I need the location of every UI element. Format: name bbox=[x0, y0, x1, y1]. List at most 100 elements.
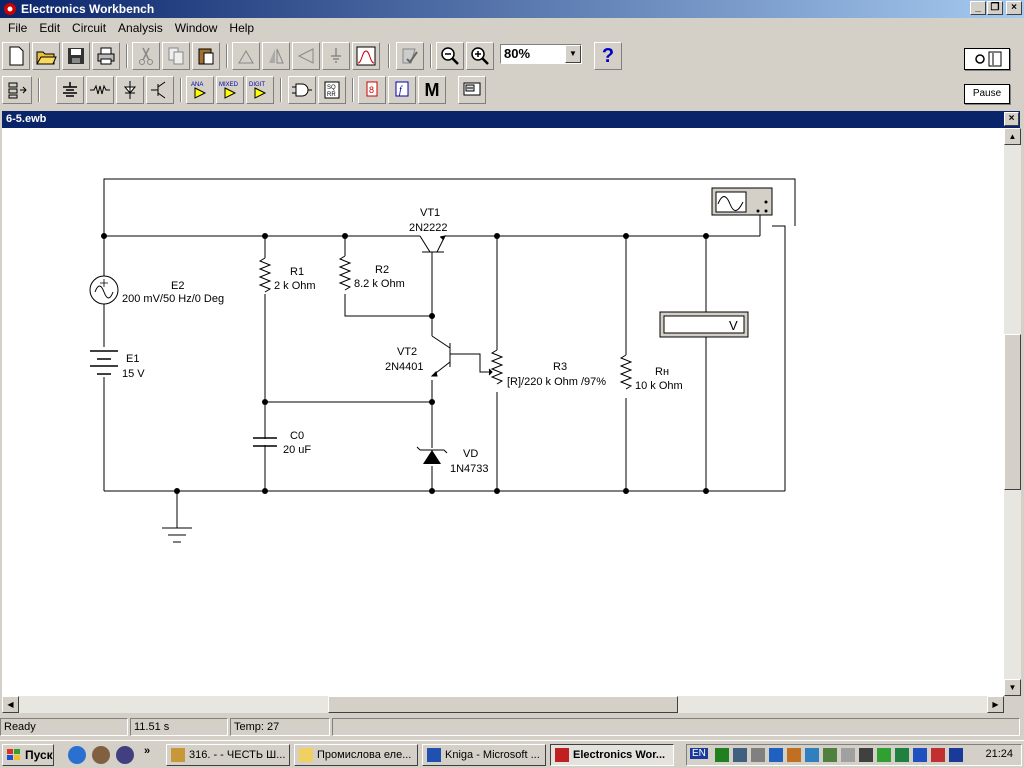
svg-text:SQ: SQ bbox=[327, 85, 336, 91]
task-button-3[interactable]: Kniga - Microsoft ... bbox=[422, 744, 546, 766]
indicators-bin-button[interactable]: 8 bbox=[358, 76, 386, 104]
voltmeter[interactable] bbox=[659, 311, 749, 338]
resistor-r2[interactable] bbox=[338, 255, 352, 291]
menu-file[interactable]: File bbox=[8, 21, 28, 35]
scroll-right-icon[interactable]: ▶ bbox=[987, 696, 1004, 713]
analog-ics-bin-button[interactable]: ANA bbox=[186, 76, 214, 104]
menu-edit[interactable]: Edit bbox=[39, 21, 61, 35]
scroll-up-icon[interactable]: ▲ bbox=[1004, 128, 1021, 145]
controls-bin-button[interactable]: f bbox=[388, 76, 416, 104]
zoom-in-icon bbox=[471, 47, 489, 65]
document-close-button[interactable]: × bbox=[1004, 112, 1019, 126]
component-icon bbox=[331, 48, 341, 63]
language-indicator[interactable]: EN bbox=[690, 748, 708, 759]
volume-icon[interactable] bbox=[859, 748, 873, 762]
transistors-bin-button[interactable] bbox=[146, 76, 174, 104]
basic-bin-button[interactable] bbox=[86, 76, 114, 104]
save-button[interactable] bbox=[62, 42, 90, 70]
document-title: 6-5.ewb bbox=[6, 113, 47, 125]
tray-icon-2[interactable] bbox=[733, 748, 747, 762]
flip-horizontal-button[interactable] bbox=[262, 42, 290, 70]
mixed-ics-bin-button[interactable]: MIXED bbox=[216, 76, 244, 104]
paste-button[interactable] bbox=[192, 42, 220, 70]
potentiometer-r3[interactable] bbox=[485, 349, 504, 385]
tray-icon-3[interactable] bbox=[751, 748, 765, 762]
tray-icon-8[interactable] bbox=[841, 748, 855, 762]
rotate-button[interactable] bbox=[232, 42, 260, 70]
status-time: 11.51 s bbox=[130, 718, 228, 736]
schematic: E2 200 mV/50 Hz/0 Deg E1 15 V R1 2 k Ohm… bbox=[89, 178, 796, 543]
pause-button[interactable]: Pause bbox=[964, 84, 1010, 104]
instruments-icon bbox=[463, 82, 481, 96]
quicklaunch-more-icon[interactable]: » bbox=[144, 745, 151, 757]
diodes-bin-button[interactable] bbox=[116, 76, 144, 104]
transistor-vt2[interactable] bbox=[430, 335, 451, 377]
resistor-rh[interactable] bbox=[619, 354, 633, 390]
copy-button[interactable] bbox=[162, 42, 190, 70]
zener-diode-vd[interactable] bbox=[416, 446, 448, 464]
task-button-2[interactable]: Промислова еле... bbox=[294, 744, 418, 766]
sources-bin-button[interactable] bbox=[56, 76, 84, 104]
menu-help[interactable]: Help bbox=[229, 21, 255, 35]
miscellaneous-bin-button[interactable]: M bbox=[418, 76, 446, 104]
tray-icon-5[interactable] bbox=[787, 748, 801, 762]
print-button[interactable] bbox=[92, 42, 120, 70]
tray-icon-14[interactable] bbox=[949, 748, 963, 762]
zoom-select[interactable]: 80%▼ bbox=[500, 44, 582, 64]
logic-gates-bin-button[interactable] bbox=[288, 76, 316, 104]
close-button[interactable]: × bbox=[1006, 1, 1022, 15]
chevron-down-icon[interactable]: ▼ bbox=[565, 45, 581, 63]
tray-icon-6[interactable] bbox=[805, 748, 819, 762]
taskbar: Пуск » 316. - - ЧЕСТЬ Ш... Промислова ел… bbox=[0, 740, 1024, 768]
media-icon[interactable] bbox=[92, 746, 110, 764]
r2-name: R2 bbox=[375, 264, 389, 276]
tray-icon-11[interactable] bbox=[895, 748, 909, 762]
power-switch[interactable] bbox=[964, 48, 1010, 70]
zoom-in-button[interactable] bbox=[466, 42, 494, 70]
resistor-r1[interactable] bbox=[258, 257, 272, 293]
quicklaunch-app-icon[interactable] bbox=[116, 746, 134, 764]
new-button[interactable] bbox=[2, 42, 30, 70]
vertical-scroll-thumb[interactable] bbox=[1004, 334, 1021, 490]
task-button-4[interactable]: Electronics Wor... bbox=[550, 744, 674, 766]
transistor-vt1[interactable] bbox=[419, 235, 446, 253]
flip-vertical-button[interactable] bbox=[292, 42, 320, 70]
open-button[interactable] bbox=[32, 42, 60, 70]
start-button[interactable]: Пуск bbox=[2, 744, 54, 766]
ac-source-e2[interactable] bbox=[89, 275, 119, 305]
favorites-bin-button[interactable] bbox=[2, 76, 32, 104]
zoom-out-button[interactable] bbox=[436, 42, 464, 70]
menu-analysis[interactable]: Analysis bbox=[118, 21, 163, 35]
tray-icon-10[interactable] bbox=[877, 748, 891, 762]
menu-window[interactable]: Window bbox=[174, 21, 218, 35]
digital-ics-bin-button[interactable]: DIGIT bbox=[246, 76, 274, 104]
tray-icon-12[interactable] bbox=[913, 748, 927, 762]
tray-icon-4[interactable] bbox=[769, 748, 783, 762]
help-button[interactable]: ? bbox=[594, 42, 622, 70]
tray-icon-7[interactable] bbox=[823, 748, 837, 762]
vertical-scrollbar[interactable]: ▲ ▼ bbox=[1004, 128, 1021, 696]
task-button-1[interactable]: 316. - - ЧЕСТЬ Ш... bbox=[166, 744, 290, 766]
create-subcircuit-button[interactable] bbox=[396, 42, 424, 70]
resistor-icon bbox=[90, 84, 110, 95]
tray-icon-1[interactable] bbox=[715, 748, 729, 762]
minimize-button[interactable]: _ bbox=[970, 1, 986, 15]
cut-button[interactable] bbox=[132, 42, 160, 70]
restore-button[interactable]: ❐ bbox=[987, 1, 1003, 15]
tray-icon-13[interactable] bbox=[931, 748, 945, 762]
menu-circuit[interactable]: Circuit bbox=[72, 21, 107, 35]
mixed-ic-icon: MIXED bbox=[219, 82, 239, 99]
horizontal-scroll-thumb[interactable] bbox=[328, 696, 678, 713]
oscilloscope[interactable] bbox=[711, 187, 773, 216]
scroll-down-icon[interactable]: ▼ bbox=[1004, 679, 1021, 696]
battery-e1[interactable] bbox=[90, 350, 118, 375]
horizontal-scrollbar[interactable]: ◀ ▶ bbox=[2, 696, 1004, 713]
scroll-left-icon[interactable]: ◀ bbox=[2, 696, 19, 713]
instruments-bin-button[interactable] bbox=[458, 76, 486, 104]
ie-icon[interactable] bbox=[68, 746, 86, 764]
capacitor-c0[interactable] bbox=[253, 437, 277, 447]
circuit-workspace[interactable]: E2 200 mV/50 Hz/0 Deg E1 15 V R1 2 k Ohm… bbox=[2, 128, 1004, 696]
component-properties-button[interactable] bbox=[322, 42, 350, 70]
analysis-graphs-button[interactable] bbox=[352, 42, 380, 70]
